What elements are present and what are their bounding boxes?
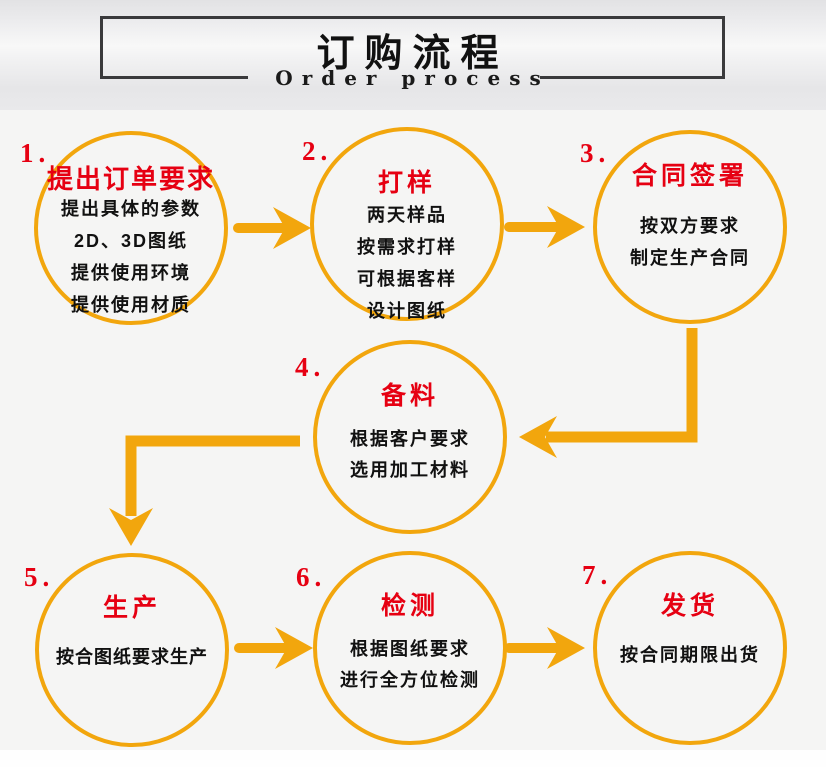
step-title: 打样 xyxy=(377,169,436,197)
page-title: 订购流程 xyxy=(316,33,509,75)
step-detail-line: 提供使用环境 xyxy=(71,263,191,283)
step-detail-line: 根据图纸要求 xyxy=(350,639,470,659)
step-title: 提出订单要求 xyxy=(46,164,215,194)
step-circle: 发货 按合同期限出货 xyxy=(593,551,787,745)
step-details: 根据图纸要求 进行全方位检测 xyxy=(317,634,503,696)
step-detail-line: 根据客户要求 xyxy=(350,429,470,449)
step-number: 3. xyxy=(580,138,611,168)
step-detail-line: 设计图纸 xyxy=(367,301,447,321)
step-detail-line: 按合同期限出货 xyxy=(620,645,760,665)
step-detail-line: 可根据客样 xyxy=(357,269,457,289)
step-detail-line: 按双方要求 xyxy=(640,216,740,236)
step-detail-line: 提供使用材质 xyxy=(71,295,191,315)
step-detail-line: 两天样品 xyxy=(367,205,447,225)
step-number: 7. xyxy=(582,560,613,590)
bottom-margin xyxy=(0,750,826,767)
arrow-step4-to-step5 xyxy=(109,435,300,546)
arrow-step5-to-step6 xyxy=(234,627,313,669)
step-circle: 合同签署 按双方要求 制定生产合同 xyxy=(593,130,787,324)
step-title: 检测 xyxy=(380,592,439,620)
step-number: 5. xyxy=(24,562,55,592)
step-details: 两天样品 按需求打样 可根据客样 设计图纸 xyxy=(314,199,500,327)
step-detail-line: 制定生产合同 xyxy=(630,248,750,268)
step-circle: 备料 根据客户要求 选用加工材料 xyxy=(313,340,507,534)
step-details: 按合同期限出货 xyxy=(597,640,783,670)
step-detail-line: 2D、3D图纸 xyxy=(73,231,189,251)
step-number: 4. xyxy=(295,352,326,382)
step-detail-line: 选用加工材料 xyxy=(350,460,470,480)
step-detail-line: 按合图纸要求生产 xyxy=(56,647,208,667)
step-title: 合同签署 xyxy=(631,162,748,190)
step-circle: 检测 根据图纸要求 进行全方位检测 xyxy=(313,551,507,745)
step-title: 发货 xyxy=(660,592,719,620)
flow-diagram: 1. 提出订单要求 提出具体的参数 2D、3D图纸 提供使用环境 提供使用材质 … xyxy=(0,110,826,750)
title-frame-bottom-left xyxy=(100,76,248,79)
step-details: 提出具体的参数 2D、3D图纸 提供使用环境 提供使用材质 xyxy=(38,193,224,321)
step-details: 按双方要求 制定生产合同 xyxy=(597,210,783,274)
step-details: 根据客户要求 选用加工材料 xyxy=(317,424,503,486)
step-number: 2. xyxy=(302,136,333,166)
step-title: 备料 xyxy=(380,382,439,410)
page-subtitle: Order process xyxy=(275,66,550,90)
step-detail-line: 按需求打样 xyxy=(357,237,457,257)
title-frame xyxy=(100,16,725,79)
step-number: 1. xyxy=(20,138,51,168)
step-detail-line: 进行全方位检测 xyxy=(340,670,480,690)
step-circle: 生产 按合图纸要求生产 xyxy=(35,553,229,747)
arrow-step6-to-step7 xyxy=(504,627,585,669)
arrow-step2-to-step3 xyxy=(504,206,585,248)
step-circle: 打样 两天样品 按需求打样 可根据客样 设计图纸 xyxy=(310,127,504,321)
title-frame-bottom-right xyxy=(540,76,725,79)
step-details: 按合图纸要求生产 xyxy=(39,642,225,672)
step-number: 6. xyxy=(296,562,327,592)
header: 订购流程 Order process xyxy=(0,0,826,110)
step-detail-line: 提出具体的参数 xyxy=(61,199,201,219)
step-title: 生产 xyxy=(102,594,161,622)
arrow-step1-to-step2 xyxy=(233,207,311,249)
arrow-step3-to-step4 xyxy=(519,328,698,458)
step-circle: 提出订单要求 提出具体的参数 2D、3D图纸 提供使用环境 提供使用材质 xyxy=(34,131,228,325)
